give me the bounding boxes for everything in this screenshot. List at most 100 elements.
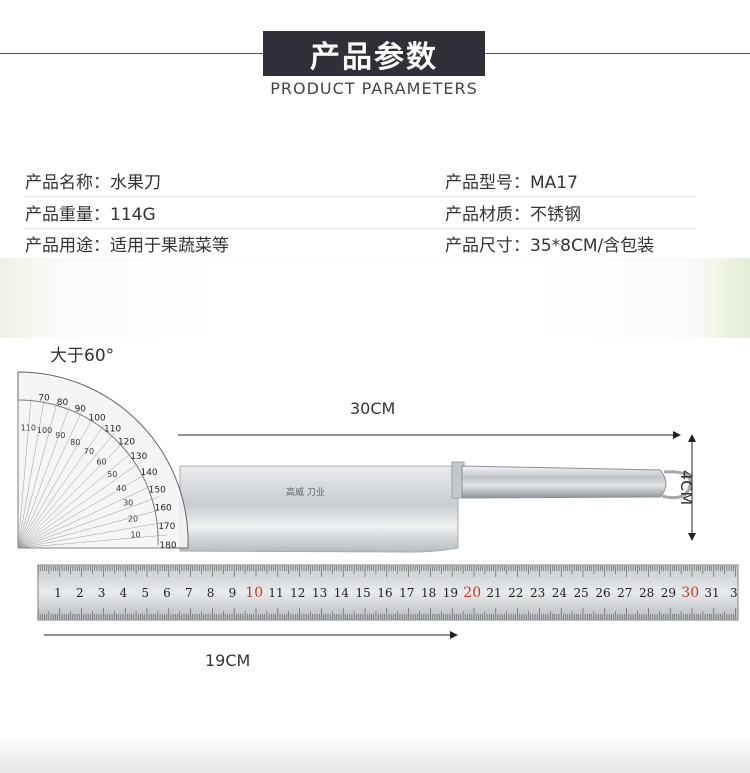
protractor-ray	[17, 461, 142, 549]
param-material: 产品材质：不锈钢	[445, 205, 581, 225]
ruler-number: 3	[730, 586, 738, 600]
protractor-number: 50	[107, 470, 117, 479]
param-usage: 产品用途：适用于果蔬菜等	[25, 236, 229, 256]
header-line-right	[485, 53, 750, 54]
ruler-number: 27	[617, 586, 632, 600]
ruler-number: 25	[574, 586, 589, 600]
height-label: 4CM	[677, 470, 696, 506]
protractor-number: 20	[128, 514, 138, 523]
protractor-ray	[17, 534, 168, 549]
protractor-ray	[17, 398, 32, 549]
section-subtitle: PRODUCT PARAMETERS	[270, 79, 478, 98]
protractor-number: 100	[88, 414, 105, 424]
protractor-ray	[17, 417, 94, 549]
ruler-number: 4	[120, 586, 128, 600]
protractor-number: 100	[37, 426, 52, 435]
protractor-ray	[17, 424, 105, 549]
ruler-number: 15	[356, 586, 371, 600]
protractor-inner	[17, 399, 159, 546]
arrow-head	[673, 431, 681, 439]
protractor-number: 180	[159, 541, 176, 551]
ruler-number: 7	[185, 586, 193, 600]
blade-logo: 高威 刀业	[286, 486, 325, 498]
protractor-number: 30	[123, 499, 133, 508]
ruler-number: 24	[552, 586, 568, 600]
protractor-ray	[17, 484, 155, 549]
arrow-head	[688, 434, 696, 442]
angle-label: 大于60°	[50, 346, 115, 366]
ruler-number: 2	[76, 586, 84, 600]
ruler-number: 3	[98, 586, 106, 600]
bottom-band	[0, 735, 750, 773]
protractor-ray	[17, 472, 149, 549]
protractor-ray	[17, 403, 58, 549]
param-size: 产品尺寸：35*8CM/含包装	[445, 236, 655, 256]
protractor-ray	[17, 441, 125, 549]
handle-length-label: 19CM	[205, 651, 251, 670]
param-row: 产品重量：114G 产品材质：不锈钢	[25, 196, 695, 229]
ruler-number: 20	[463, 585, 481, 601]
arrow-head	[450, 631, 458, 639]
protractor-number: 90	[75, 405, 87, 415]
protractor-ray	[17, 432, 115, 549]
ruler-number: 9	[229, 586, 237, 600]
protractor-ray	[17, 400, 45, 549]
param-name: 产品名称：水果刀	[25, 173, 161, 193]
param-weight: 产品重量：114G	[25, 205, 156, 225]
ruler-number: 11	[268, 586, 283, 600]
protractor-ray	[17, 451, 134, 549]
ruler-number: 6	[163, 586, 171, 600]
protractor-number: 80	[70, 438, 80, 447]
header-line-left	[0, 53, 263, 54]
arrow-head	[688, 533, 696, 541]
ruler-number: 19	[443, 586, 458, 600]
ruler-number: 21	[486, 586, 501, 600]
ruler-number: 10	[245, 585, 263, 601]
protractor-number: 150	[149, 485, 166, 495]
protractor-number: 70	[84, 447, 94, 456]
protractor-ray	[17, 521, 166, 549]
knife-blade	[179, 465, 459, 553]
background-blur	[0, 258, 750, 338]
protractor-ticks: 7080901001101201301401501601701801020304…	[17, 393, 177, 551]
ruler-number: 13	[312, 586, 327, 600]
protractor	[17, 371, 189, 549]
knife-handle	[461, 465, 667, 499]
protractor-number: 140	[140, 468, 157, 478]
ruler-number: 28	[639, 586, 654, 600]
protractor-number: 160	[155, 503, 172, 513]
protractor-number: 60	[96, 458, 106, 467]
ruler-number: 8	[207, 586, 215, 600]
protractor-ray	[17, 508, 163, 549]
ruler-number: 31	[704, 586, 719, 600]
protractor-ray	[17, 411, 82, 549]
protractor-number: 10	[130, 531, 140, 540]
ruler-number: 18	[421, 586, 436, 600]
protractor-number: 130	[130, 452, 147, 462]
protractor-ray	[17, 406, 70, 549]
protractor-number: 70	[38, 393, 50, 403]
ruler-number: 1	[54, 586, 62, 600]
protractor-number: 120	[118, 437, 135, 447]
ruler	[37, 564, 739, 621]
param-model: 产品型号：MA17	[445, 173, 578, 193]
ruler-number: 22	[508, 586, 523, 600]
ruler-number: 26	[595, 586, 610, 600]
protractor-ray	[17, 496, 160, 549]
ruler-number: 14	[334, 586, 350, 600]
section-title: 产品参数	[263, 31, 485, 76]
handle-ring	[661, 470, 692, 500]
ruler-number: 12	[290, 586, 305, 600]
protractor-number: 110	[104, 425, 121, 435]
ruler-number: 16	[377, 586, 392, 600]
param-row: 产品名称：水果刀 产品型号：MA17	[25, 164, 695, 197]
ruler-number: 17	[399, 586, 414, 600]
protractor-number: 170	[158, 522, 175, 532]
ruler-number: 5	[141, 586, 149, 600]
protractor-number: 90	[55, 431, 65, 440]
length-label: 30CM	[350, 399, 396, 418]
protractor-number: 80	[57, 398, 69, 408]
ruler-number: 29	[661, 586, 676, 600]
